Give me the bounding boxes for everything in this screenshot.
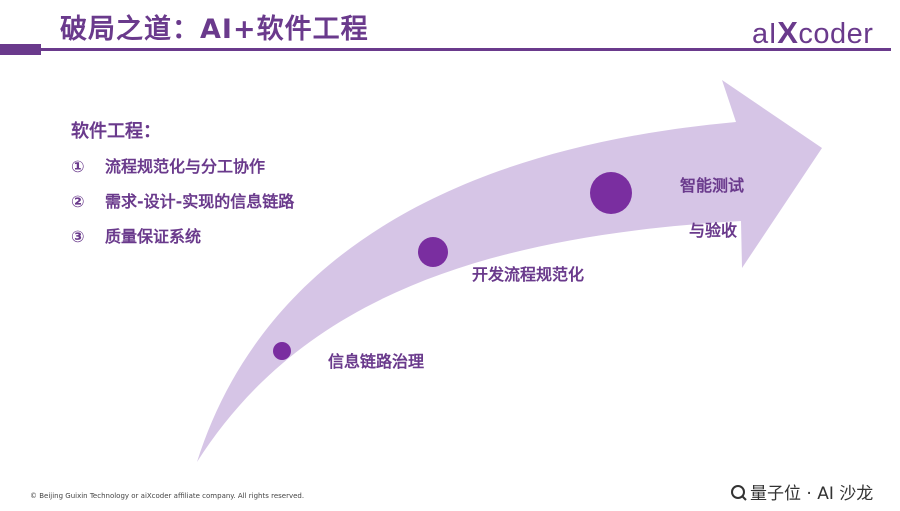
list-number: ③ bbox=[71, 227, 85, 246]
aixcoder-logo: aIXcoder bbox=[752, 15, 873, 51]
list-item: ③ 质量保证系统 bbox=[71, 223, 294, 258]
list-text: 流程规范化与分工协作 bbox=[105, 157, 266, 176]
feature-list: ① 流程规范化与分工协作 ② 需求-设计-实现的信息链路 ③ 质量保证系统 bbox=[71, 153, 294, 258]
logo-suffix: coder bbox=[798, 18, 874, 50]
list-item: ① 流程规范化与分工协作 bbox=[71, 153, 294, 188]
title-underline bbox=[41, 48, 891, 51]
stage-label-testing-line2: 与验收 bbox=[689, 221, 738, 240]
magnifier-icon bbox=[731, 485, 747, 501]
stage-label-info-chain: 信息链路治理 bbox=[328, 352, 425, 371]
watermark: 量子位 · AI 沙龙 bbox=[730, 479, 873, 504]
list-text: 需求-设计-实现的信息链路 bbox=[105, 192, 295, 211]
list-number: ① bbox=[71, 157, 85, 176]
list-item: ② 需求-设计-实现的信息链路 bbox=[71, 188, 294, 223]
logo-prefix: aI bbox=[752, 18, 778, 50]
milestone-dot-large bbox=[590, 172, 632, 214]
stage-label-testing-line1: 智能测试 bbox=[680, 176, 745, 195]
list-number: ② bbox=[71, 192, 85, 211]
stage-label-dev-process: 开发流程规范化 bbox=[472, 265, 585, 284]
arrow-shape bbox=[197, 80, 822, 462]
copyright-footer: © Beijing Guixin Technology or aiXcoder … bbox=[30, 492, 305, 500]
section-heading: 软件工程： bbox=[71, 121, 161, 142]
slide-title: 破局之道：AI+软件工程 bbox=[60, 14, 369, 45]
logo-x: X bbox=[777, 15, 799, 50]
milestone-dot-small bbox=[273, 342, 291, 360]
title-accent-bar bbox=[0, 44, 41, 55]
milestone-dot-medium bbox=[418, 237, 448, 267]
watermark-text: 量子位 · AI 沙龙 bbox=[750, 484, 874, 504]
list-text: 质量保证系统 bbox=[105, 227, 202, 246]
